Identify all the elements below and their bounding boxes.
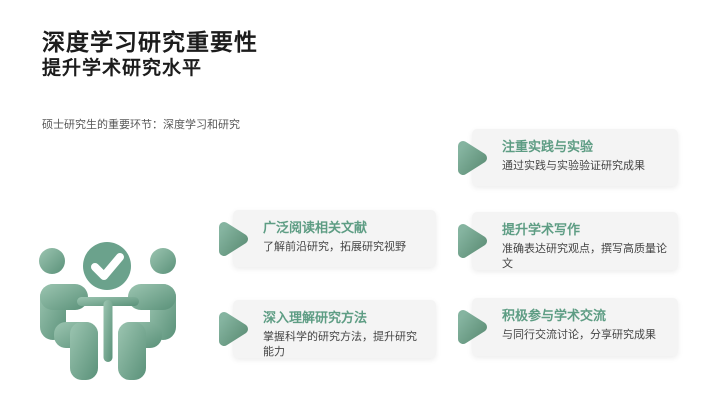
play-arrow-icon	[455, 138, 491, 178]
meeting-approval-icon	[30, 242, 186, 390]
card-academic-writing: 提升学术写作 准确表达研究观点，撰写高质量论文	[458, 212, 678, 270]
card-title: 注重实践与实验	[502, 139, 594, 154]
card-practice-experiment: 注重实践与实验 通过实践与实验验证研究成果	[458, 129, 678, 186]
card-desc: 与同行交流讨论，分享研究成果	[502, 329, 656, 341]
card-desc: 了解前沿研究，拓展研究视野	[263, 241, 406, 253]
slide-subtitle: 提升学术研究水平	[42, 58, 203, 79]
card-desc: 准确表达研究观点，撰写高质量论文	[502, 243, 667, 270]
card-academic-exchange: 积极参与学术交流 与同行交流讨论，分享研究成果	[458, 298, 678, 356]
card-title: 广泛阅读相关文献	[263, 220, 368, 235]
card-research-methods: 深入理解研究方法 掌握科学的研究方法，提升研究能力	[219, 300, 436, 358]
slide-title: 深度学习研究重要性	[42, 29, 258, 55]
card-title: 深入理解研究方法	[263, 310, 368, 325]
card-title: 积极参与学术交流	[502, 308, 607, 323]
slide-caption: 硕士研究生的重要环节：深度学习和研究	[42, 119, 240, 131]
card-read-literature: 广泛阅读相关文献 了解前沿研究，拓展研究视野	[219, 210, 436, 267]
play-arrow-icon	[455, 307, 491, 347]
title-block: 深度学习研究重要性 提升学术研究水平	[42, 28, 258, 81]
play-arrow-icon	[216, 219, 252, 259]
card-desc: 通过实践与实验验证研究成果	[502, 160, 645, 172]
play-arrow-icon	[216, 309, 252, 349]
play-arrow-icon	[455, 221, 491, 261]
card-title: 提升学术写作	[502, 222, 581, 237]
card-desc: 掌握科学的研究方法，提升研究能力	[263, 331, 417, 358]
